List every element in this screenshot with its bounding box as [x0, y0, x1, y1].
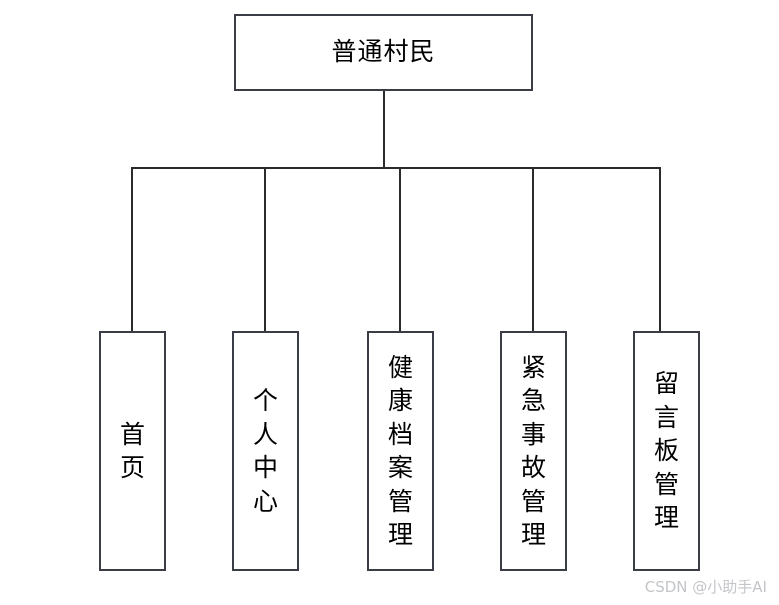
- node-label-glyph: 紧: [520, 352, 546, 382]
- node-label-glyph: 管: [653, 469, 679, 499]
- node-leaf-label: 首页: [101, 418, 164, 485]
- node-label-glyph: 中: [252, 453, 278, 482]
- node-label-glyph: 理: [520, 520, 546, 549]
- node-label-glyph: 心: [252, 486, 278, 516]
- node-label-glyph: 言: [653, 402, 679, 432]
- node-label-glyph: 康: [387, 386, 413, 415]
- node-label-glyph: 人: [252, 419, 278, 449]
- node-label-glyph: 个: [252, 386, 278, 415]
- node-leaf-label: 紧急事故管理: [502, 351, 565, 552]
- node-leaf-homepage[interactable]: 首页: [99, 331, 166, 571]
- node-label-glyph: 档: [387, 419, 413, 449]
- node-label-glyph: 理: [387, 520, 413, 549]
- node-leaf-health-record-management[interactable]: 健康档案管理: [367, 331, 434, 571]
- node-root-label: 普通村民: [331, 37, 436, 67]
- node-label-glyph: 故: [520, 453, 546, 482]
- node-label-glyph: 首: [119, 419, 145, 449]
- node-label-glyph: 页: [119, 453, 145, 482]
- node-label-glyph: 板: [653, 436, 679, 466]
- node-label-glyph: 事: [520, 419, 546, 449]
- node-leaf-message-board-management[interactable]: 留言板管理: [633, 331, 700, 571]
- node-label-glyph: 留: [653, 369, 679, 399]
- node-label-glyph: 管: [520, 486, 546, 516]
- node-label-glyph: 管: [387, 486, 413, 516]
- csdn-watermark: CSDN @小助手AI: [644, 578, 767, 596]
- node-label-glyph: 急: [520, 386, 546, 415]
- node-label-glyph: 健: [387, 352, 413, 382]
- node-leaf-label: 个人中心: [234, 384, 297, 518]
- node-label-glyph: 理: [653, 503, 679, 533]
- node-leaf-label: 健康档案管理: [369, 351, 432, 552]
- node-label-glyph: 案: [387, 453, 413, 482]
- node-leaf-label: 留言板管理: [635, 367, 698, 535]
- node-leaf-emergency-accident-management[interactable]: 紧急事故管理: [500, 331, 567, 571]
- node-leaf-personal-center[interactable]: 个人中心: [232, 331, 299, 571]
- node-root[interactable]: 普通村民: [234, 14, 533, 91]
